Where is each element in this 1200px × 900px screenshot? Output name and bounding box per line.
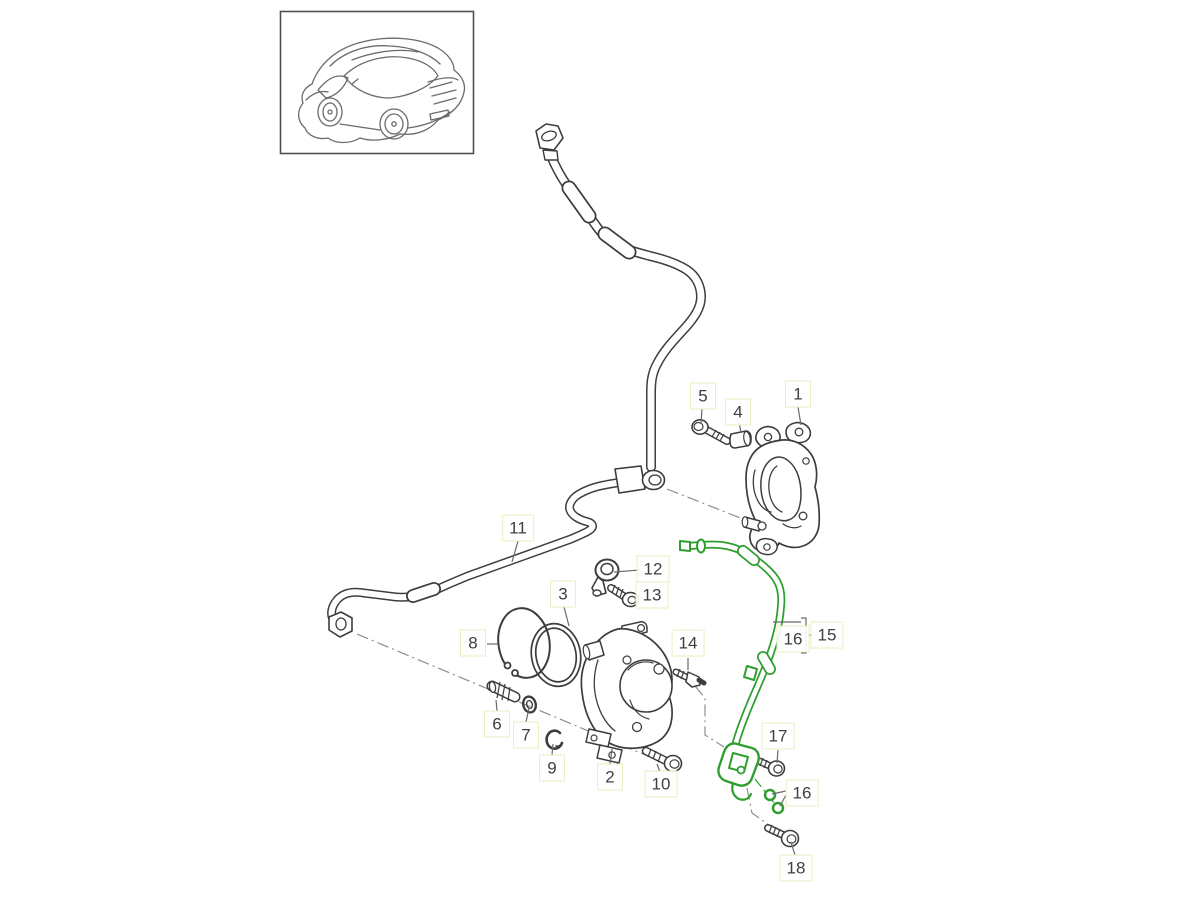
callout-4[interactable]: 4 [725,398,751,426]
inset-border [279,10,475,155]
callout-12[interactable]: 12 [636,555,670,583]
callout-1[interactable]: 1 [785,380,811,408]
highlighted-vacuum-hose-part15[interactable] [679,538,786,805]
o-ring-part3 [530,622,582,688]
callout-16b[interactable]: 16 [785,779,819,807]
callout-6[interactable]: 6 [484,710,510,738]
screw-part13 [607,584,640,608]
stud-part14 [672,668,707,688]
callout-18[interactable]: 18 [779,854,813,882]
callout-17[interactable]: 17 [761,722,795,750]
callout-14[interactable]: 14 [671,629,705,657]
car-location-inset [279,10,475,155]
hose-clamp-part12 [591,558,620,597]
callout-11[interactable]: 11 [502,514,534,542]
retaining-ring-part8 [497,607,551,679]
callout-16[interactable]: 16 [776,625,810,653]
bolt-part10 [641,746,683,773]
callout-3[interactable]: 3 [550,580,576,608]
car-illustration [298,37,466,144]
callout-15[interactable]: 15 [810,621,844,649]
sealing-ring-part7 [521,695,538,714]
callout-2[interactable]: 2 [597,763,623,791]
callout-9[interactable]: 9 [539,754,565,782]
vacuum-pump-part1 [741,421,821,556]
callout-13[interactable]: 13 [635,581,669,609]
retaining-clip-part9 [545,729,564,750]
callout-8[interactable]: 8 [460,629,486,657]
vacuum-pump-part2 [580,621,673,764]
bolt-part18 [764,824,800,848]
bolt-part17 [755,757,786,777]
callout-10[interactable]: 10 [644,770,678,798]
callout-7[interactable]: 7 [513,721,539,749]
union-fitting-part6 [486,680,521,703]
bolt-part5 [691,418,731,445]
leader-lines [487,406,814,856]
vacuum-pipe-part11 [327,123,706,638]
sleeve-part4 [729,430,752,449]
callout-5[interactable]: 5 [690,382,716,410]
